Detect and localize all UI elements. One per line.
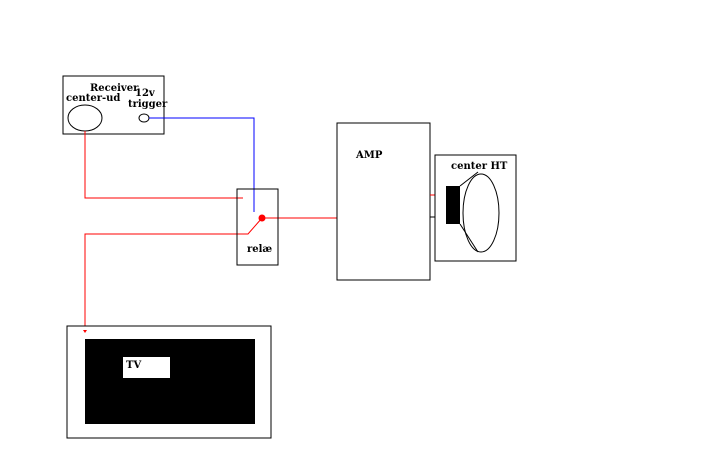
center-out-wire (84, 131, 243, 199)
amp-box (336, 122, 431, 281)
trigger-volt-label: 12v (135, 88, 156, 99)
tv-label: TV (126, 360, 141, 371)
speaker-box (434, 154, 517, 262)
tv-label-box (123, 357, 170, 378)
speaker-cone-edge-bottom (459, 223, 479, 253)
tv-screen (85, 339, 255, 424)
tv-audio-wire (84, 217, 263, 330)
center-out-label: center-ud (66, 93, 120, 104)
trigger-jack (138, 113, 150, 123)
tv-input-arrow (83, 330, 87, 333)
speaker-magnet (446, 186, 460, 224)
relay-junction (258, 214, 266, 222)
relay-box (236, 188, 279, 266)
amp-label: AMP (355, 150, 383, 161)
speaker-cone-edge-top (459, 171, 479, 187)
trigger-label: trigger (128, 99, 168, 110)
relay-label: relæ (247, 244, 272, 255)
center-out-jack (67, 104, 103, 132)
speaker-cone (462, 173, 500, 253)
receiver-title: Receiver (90, 83, 139, 94)
trigger-wire (149, 117, 255, 212)
speaker-label: center HT (451, 161, 508, 172)
